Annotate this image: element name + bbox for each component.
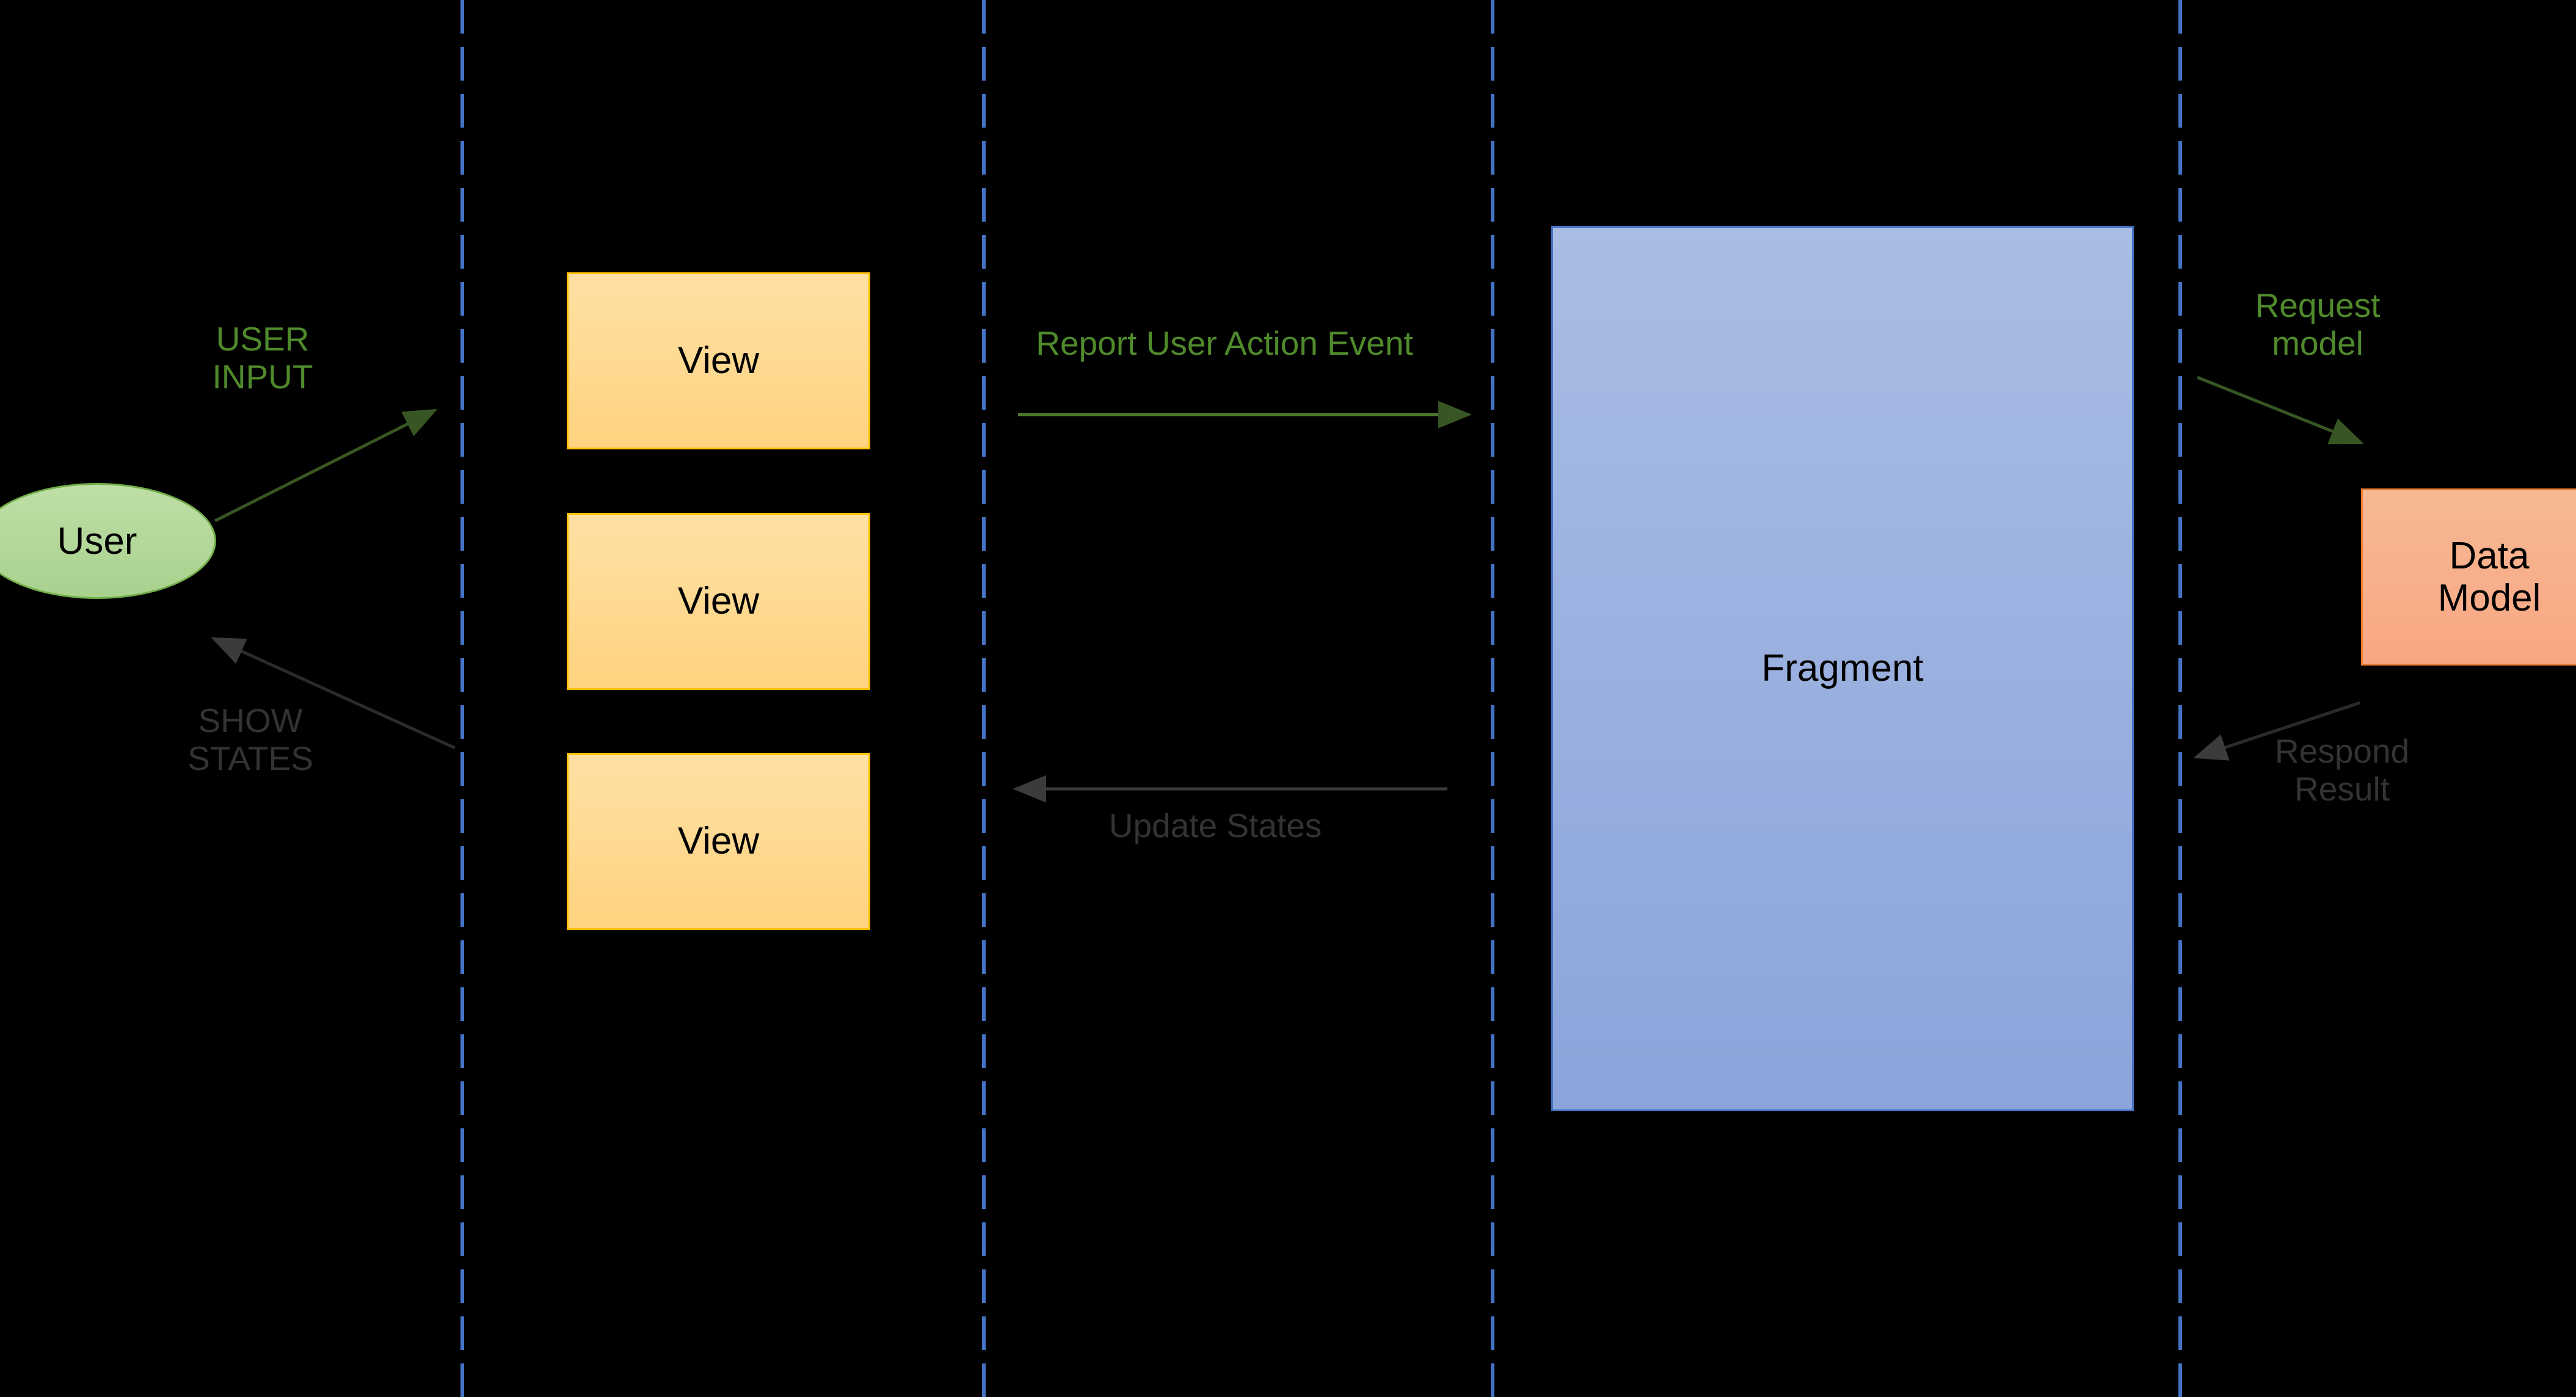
arrow-show-states bbox=[211, 637, 456, 750]
arrow-respond-result bbox=[2193, 701, 2360, 761]
node-view-1[interactable]: View bbox=[567, 272, 870, 449]
node-data-model-label: Data Model bbox=[2437, 534, 2541, 619]
lane-divider-2 bbox=[982, 0, 986, 1397]
lane-divider-3 bbox=[1491, 0, 1494, 1397]
node-data-model[interactable]: Data Model bbox=[2361, 488, 2576, 666]
node-view-1-label: View bbox=[677, 339, 760, 382]
arrow-request-model bbox=[2197, 376, 2364, 445]
node-view-3[interactable]: View bbox=[567, 753, 870, 930]
lane-divider-4 bbox=[2178, 0, 2182, 1397]
node-fragment-label: Fragment bbox=[1761, 647, 1924, 690]
node-view-3-label: View bbox=[677, 820, 760, 863]
node-user[interactable]: User bbox=[0, 483, 216, 599]
node-fragment[interactable]: Fragment bbox=[1551, 226, 2134, 1111]
arrow-user-input bbox=[214, 408, 438, 523]
node-user-label: User bbox=[57, 520, 137, 562]
lane-divider-1 bbox=[460, 0, 464, 1397]
node-view-2[interactable]: View bbox=[567, 513, 870, 690]
node-view-2-label: View bbox=[677, 580, 760, 623]
